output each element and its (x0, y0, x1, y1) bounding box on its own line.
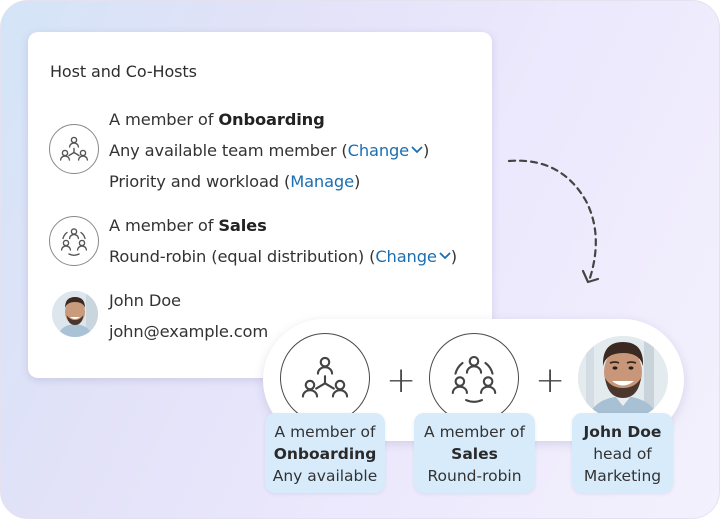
chevron-down-icon (439, 252, 451, 259)
dashed-arrow-icon (507, 159, 600, 284)
host-title: A member of Onboarding (109, 110, 325, 129)
team-tree-icon (49, 124, 99, 174)
team-tree-icon (280, 333, 370, 423)
team-name: Onboarding (218, 110, 325, 129)
summary-tag-sales: A member of Sales Round-robin (414, 413, 535, 493)
plus-icon: + (386, 360, 417, 401)
manage-priority-link[interactable]: Manage (290, 172, 354, 191)
summary-tag-onboarding: A member of Onboarding Any available (265, 413, 385, 493)
card-title: Host and Co-Hosts (50, 62, 197, 81)
user-email: john@example.com (109, 322, 269, 341)
round-robin-icon (429, 333, 519, 423)
summary-tag-user: John Doe head of Marketing (572, 413, 673, 493)
assignment-line: Any available team member (Change) (109, 141, 430, 160)
change-assignment-link[interactable]: Change (375, 247, 451, 266)
round-robin-icon (49, 216, 99, 266)
plus-icon: + (535, 360, 566, 401)
assignment-line: Round-robin (equal distribution) (Change… (109, 247, 457, 266)
priority-line: Priority and workload (Manage) (109, 172, 361, 191)
change-assignment-link[interactable]: Change (348, 141, 423, 160)
host-cohosts-card: Host and Co-Hosts A member of Onboarding… (28, 32, 492, 378)
avatar (52, 291, 98, 337)
avatar (578, 336, 668, 420)
team-name: Sales (218, 216, 267, 235)
host-title: A member of Sales (109, 216, 267, 235)
chevron-down-icon (411, 146, 423, 153)
user-name: John Doe (109, 291, 181, 310)
